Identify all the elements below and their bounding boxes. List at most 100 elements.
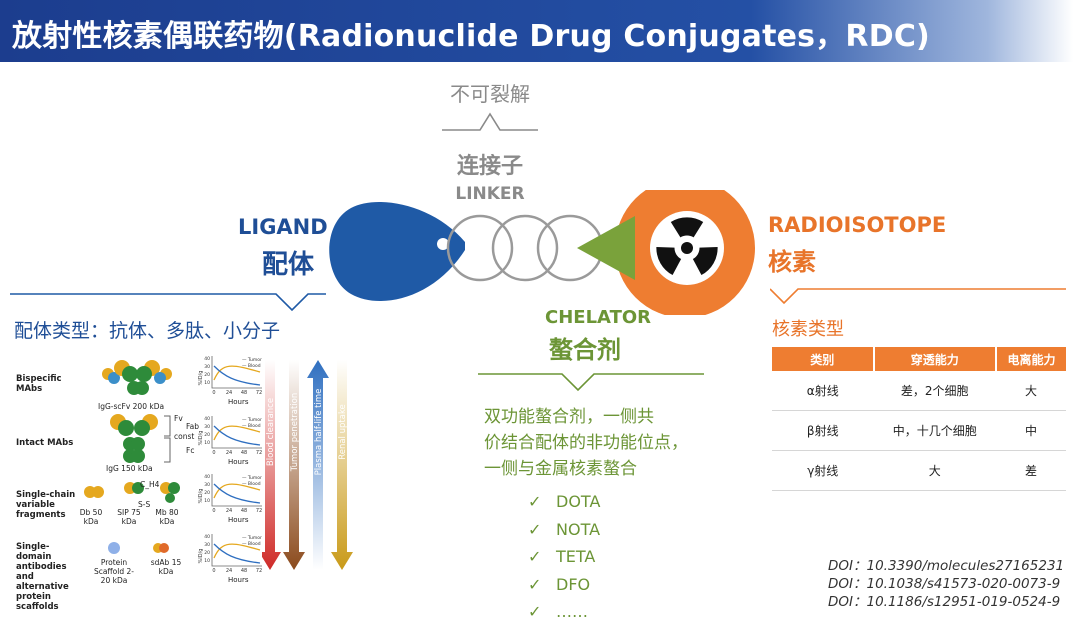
- property-arrow-label: Renal uptake: [338, 404, 348, 460]
- table-row: β射线 中，十几个细胞 中: [772, 410, 1066, 451]
- x-tick-label: 24: [226, 390, 232, 396]
- list-item: ✓NOTA: [528, 516, 600, 544]
- y-tick-label: 10: [204, 558, 210, 564]
- check-icon: ✓: [528, 602, 542, 621]
- fragment-caption: SIP 75 kDa: [117, 508, 141, 526]
- table-cell: 大: [873, 450, 996, 491]
- ligand-cn: 配体: [262, 250, 315, 280]
- linker-en: LINKER: [455, 184, 525, 204]
- x-tick-label: 0: [212, 508, 215, 514]
- x-tick-label: 0: [212, 390, 215, 396]
- blood-series: [213, 483, 261, 504]
- check-icon: ✓: [528, 519, 542, 539]
- property-arrow-label: Plasma half-life time: [314, 389, 324, 476]
- y-tick-label: 20: [204, 550, 210, 556]
- chelator-list: ✓ DOTA ✓NOTA ✓ TETA ✓ DFO ✓……: [528, 488, 600, 626]
- radioisotope-en: RADIOISOTOPE: [768, 213, 947, 237]
- radioisotope-cn: 核素: [768, 248, 816, 276]
- x-tick-label: 48: [241, 508, 247, 514]
- doi-list: DOI：10.3390/molecules27165231 DOI：10.103…: [828, 557, 1064, 611]
- table-cell: 差: [995, 450, 1066, 491]
- x-tick-label: 0: [212, 450, 215, 456]
- blood-series: [213, 425, 261, 446]
- ligand-en: LIGAND: [238, 215, 328, 239]
- linker-caret: [442, 112, 538, 131]
- x-tick-label: 72: [256, 390, 262, 396]
- x-tick-label: 72: [256, 568, 262, 574]
- legend-label: — Blood: [242, 481, 261, 487]
- legend-label: — Tumor: [242, 357, 262, 363]
- rdc-diagram: [329, 190, 755, 315]
- fv-label: Fv: [174, 414, 183, 423]
- row-label: Single-domain antibodies and alternative…: [16, 542, 69, 612]
- linker-cn: 连接子: [456, 154, 523, 179]
- table-header: 电离能力: [995, 347, 1066, 371]
- legend-label: — Tumor: [242, 417, 262, 423]
- property-arrow-label: Tumor penetration: [290, 393, 300, 473]
- list-item: ✓ TETA: [528, 543, 600, 571]
- check-icon: ✓: [528, 547, 542, 566]
- y-tick-label: 30: [204, 482, 210, 488]
- doi: DOI：10.3390/molecules27165231: [828, 558, 1065, 574]
- table-cell: 大: [995, 371, 1066, 411]
- table-header: 穿透能力: [873, 347, 997, 371]
- tumor-series: [213, 425, 261, 441]
- radiation-icon: [650, 211, 724, 285]
- molecule-caption: IgG-scFv 200 kDa: [98, 402, 165, 411]
- x-tick-label: 72: [256, 450, 262, 456]
- tumor-series: [213, 365, 261, 381]
- molecule-caption: IgG 150 kDa: [106, 464, 153, 473]
- doi: DOI：10.1186/s12951-019-0524-9: [828, 594, 1061, 610]
- y-tick-label: 20: [204, 490, 210, 496]
- x-axis-label: Hours: [228, 398, 249, 406]
- x-tick-label: 48: [241, 450, 247, 456]
- x-tick-label: 0: [212, 568, 215, 574]
- radioisotope-types: 核素类型: [772, 319, 844, 340]
- property-arrow: [262, 360, 281, 570]
- ligand-types: 配体类型：抗体、多肽、小分子: [14, 320, 281, 342]
- chelator-cn: 螯合剂: [549, 336, 621, 364]
- legend-label: — Tumor: [242, 475, 262, 481]
- list-item-label: DFO: [556, 574, 591, 594]
- y-tick-label: 20: [204, 432, 210, 438]
- y-tick-label: 40: [204, 416, 210, 422]
- table-cell: γ射线: [772, 450, 874, 491]
- scaffold-caption: Protein Scaffold 2-20 kDa: [94, 558, 134, 585]
- table-cell: α射线: [772, 371, 874, 411]
- row-label: Bispecific MAbs: [16, 374, 62, 394]
- y-tick-label: 40: [204, 474, 210, 480]
- list-item-label: DOTA: [556, 492, 601, 511]
- blood-series: [213, 365, 261, 386]
- table-cell: 差，2个细胞: [873, 371, 996, 411]
- y-tick-label: 10: [204, 380, 210, 386]
- list-item: ✓……: [528, 598, 600, 626]
- chelator-divider: [478, 373, 704, 392]
- table-cell: β射线: [772, 410, 874, 451]
- property-arrow: [331, 360, 353, 570]
- row-label: Intact MAbs: [16, 438, 74, 448]
- tumor-series: [213, 483, 261, 499]
- property-arrow: [283, 360, 305, 570]
- list-item-label: TETA: [556, 547, 596, 566]
- legend-label: — Tumor: [242, 535, 262, 541]
- page-title: 放射性核素偶联药物(Radionuclide Drug Conjugates，R…: [12, 19, 930, 54]
- y-tick-label: 40: [204, 534, 210, 540]
- chelator-desc-line: 一侧与金属核素螯合: [484, 459, 637, 479]
- doi: DOI：10.1038/s41573-020-0073-9: [828, 576, 1061, 592]
- y-tick-label: 30: [204, 542, 210, 548]
- legend-label: — Blood: [242, 541, 261, 547]
- property-arrow: [307, 360, 329, 570]
- y-tick-label: 30: [204, 424, 210, 430]
- x-tick-label: 48: [241, 390, 247, 396]
- y-axis-label: %ID/g: [198, 489, 204, 504]
- fab-label: Fab: [186, 422, 199, 431]
- x-tick-label: 48: [241, 568, 247, 574]
- scaffold-molecules: [108, 542, 169, 554]
- x-axis-label: Hours: [228, 458, 249, 466]
- fragment-caption: Mb 80 kDa: [155, 508, 179, 526]
